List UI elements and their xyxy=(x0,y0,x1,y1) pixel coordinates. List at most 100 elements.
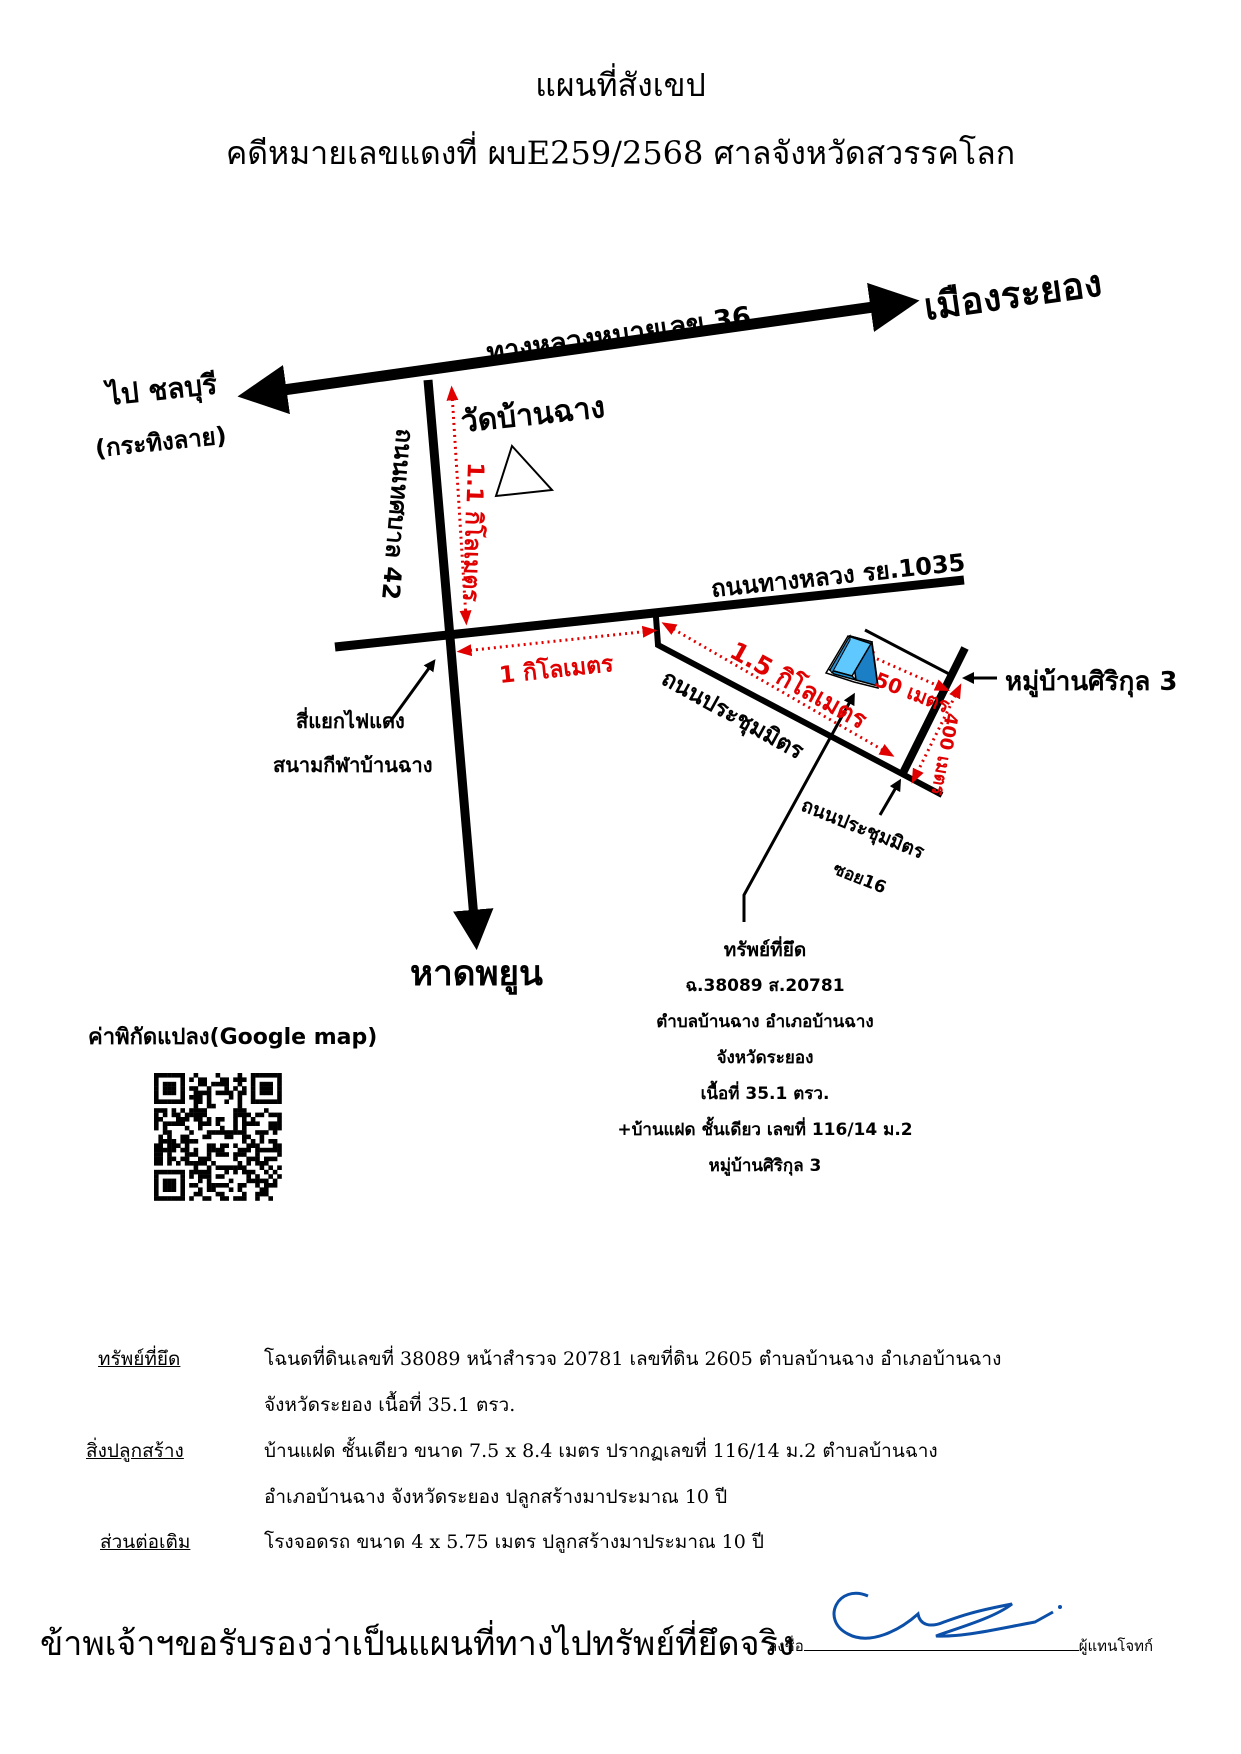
qr-module xyxy=(171,1086,177,1091)
qr-module xyxy=(193,1112,199,1118)
qr-module xyxy=(277,1099,282,1104)
qr-module xyxy=(224,1086,229,1091)
qr-module xyxy=(242,1165,247,1170)
qr-module xyxy=(250,1156,256,1162)
qr-module xyxy=(154,1187,159,1192)
qr-module xyxy=(268,1090,273,1096)
qr-module xyxy=(193,1073,199,1078)
qr-module xyxy=(242,1130,247,1135)
qr-module xyxy=(237,1081,243,1087)
qr-module xyxy=(176,1073,181,1078)
qr-module xyxy=(272,1112,278,1118)
qr-module xyxy=(277,1152,282,1157)
qr-module xyxy=(202,1156,207,1162)
qr-module xyxy=(237,1183,243,1188)
qr-module xyxy=(220,1196,225,1201)
qr-module xyxy=(189,1152,194,1157)
distance-1-1km-label: 1.1 กิโลเมตร xyxy=(457,462,490,603)
qr-module xyxy=(268,1112,273,1118)
qr-module xyxy=(206,1099,212,1104)
qr-module xyxy=(193,1103,199,1109)
qr-module xyxy=(255,1099,260,1104)
property-area: เนื้อที่ 35.1 ตรว. xyxy=(700,1084,830,1104)
qr-module xyxy=(167,1090,172,1096)
property-house: +บ้านแฝด ชั้นเดียว เลขที่ 116/14 ม.2 xyxy=(617,1120,913,1140)
qr-module xyxy=(220,1174,225,1179)
qr-module xyxy=(220,1125,225,1131)
qr-module xyxy=(237,1108,243,1113)
qr-module xyxy=(215,1130,221,1135)
qr-module xyxy=(237,1099,243,1104)
qr-module xyxy=(171,1147,177,1153)
qr-module xyxy=(206,1178,212,1184)
qr-module xyxy=(215,1081,221,1087)
qr-module xyxy=(198,1090,203,1096)
qr-module xyxy=(198,1169,203,1175)
qr-module xyxy=(180,1139,185,1144)
qr-module xyxy=(198,1117,203,1122)
qr-module xyxy=(250,1090,256,1096)
qr-module xyxy=(233,1121,238,1126)
qr-module xyxy=(154,1161,159,1166)
qr-module xyxy=(180,1090,185,1096)
detail-row-2: สิ่งปลูกสร้าง xyxy=(86,1436,184,1466)
qr-module xyxy=(184,1139,190,1144)
qr-module xyxy=(189,1077,194,1082)
qr-module xyxy=(193,1169,199,1175)
qr-module xyxy=(167,1169,172,1175)
qr-module xyxy=(211,1147,216,1153)
qr-module xyxy=(237,1152,243,1157)
qr-module xyxy=(154,1112,159,1118)
qr-module xyxy=(277,1125,282,1131)
qr-module xyxy=(154,1117,159,1122)
qr-module xyxy=(180,1196,185,1201)
qr-module xyxy=(224,1099,229,1104)
detail-label-building: สิ่งปลูกสร้าง xyxy=(86,1440,184,1462)
detail-row-3: ส่วนต่อเติม xyxy=(100,1527,190,1557)
qr-module xyxy=(154,1169,159,1175)
qr-module xyxy=(228,1134,234,1140)
qr-module xyxy=(268,1086,273,1091)
qr-module xyxy=(268,1099,273,1104)
qr-module xyxy=(277,1086,282,1091)
qr-module xyxy=(264,1169,269,1175)
signature-icon xyxy=(832,1591,1054,1640)
qr-module xyxy=(268,1156,273,1162)
qr-module xyxy=(246,1161,251,1166)
qr-module xyxy=(224,1143,229,1148)
qr-module xyxy=(162,1121,168,1126)
qr-module xyxy=(206,1090,212,1096)
qr-module xyxy=(250,1081,256,1087)
qr-module xyxy=(215,1183,221,1188)
qr-module xyxy=(246,1143,251,1148)
detail-line: จังหวัดระยอง เนื้อที่ 35.1 ตรว. xyxy=(264,1394,516,1416)
qr-module xyxy=(272,1139,278,1144)
qr-module xyxy=(162,1169,168,1175)
case-number: คดีหมายเลขแดงที่ ผบE259/2568 ศาลจังหวัดส… xyxy=(225,134,1016,172)
qr-module xyxy=(264,1081,269,1087)
qr-module xyxy=(167,1130,172,1135)
qr-module xyxy=(167,1161,172,1166)
chonburi-sub-label: (กระทิงลาย) xyxy=(94,421,228,463)
qr-module xyxy=(198,1112,203,1118)
qr-module xyxy=(193,1139,199,1144)
qr-module xyxy=(184,1147,190,1153)
qr-module xyxy=(184,1152,190,1157)
qr-module xyxy=(193,1161,199,1166)
property-village: หมู่บ้านศิริกุล 3 xyxy=(708,1156,822,1176)
qr-module xyxy=(154,1125,159,1131)
qr-module xyxy=(277,1121,282,1126)
qr-module xyxy=(158,1073,163,1078)
qr-module xyxy=(255,1152,260,1157)
qr-module xyxy=(154,1152,159,1157)
qr-module xyxy=(242,1139,247,1144)
qr-module xyxy=(277,1165,282,1170)
highway-36-label: ทางหลวงหมายเลข 36 xyxy=(485,301,753,369)
qr-module xyxy=(272,1143,278,1148)
qr-module xyxy=(220,1117,225,1122)
qr-module xyxy=(220,1090,225,1096)
qr-module xyxy=(268,1081,273,1087)
property-heading: ทรัพย์ที่ยึด xyxy=(723,939,807,961)
qr-module xyxy=(206,1152,212,1157)
stadium-label: สนามกีฬาบ้านฉาง xyxy=(273,753,433,777)
